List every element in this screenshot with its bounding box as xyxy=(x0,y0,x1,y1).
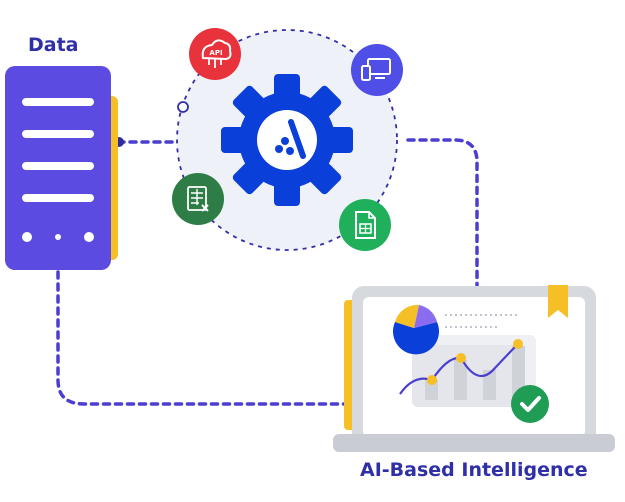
trend-point xyxy=(427,375,437,385)
trend-point xyxy=(456,353,466,363)
processing-hub xyxy=(176,29,398,251)
devices-icon xyxy=(351,44,403,96)
data-server xyxy=(5,66,118,270)
output-label: AI-Based Intelligence xyxy=(360,459,588,481)
server-led xyxy=(22,232,32,242)
chart-bar xyxy=(425,380,438,400)
hub-orbit-node xyxy=(177,101,189,113)
server-slot xyxy=(22,130,94,138)
server-led xyxy=(55,234,61,240)
data-source-label: Data xyxy=(28,34,79,56)
document-sheet-icon xyxy=(339,199,391,251)
server-slot xyxy=(22,98,94,106)
trend-point xyxy=(513,339,523,349)
api-badge-text: API xyxy=(209,49,222,57)
pie-chart-icon xyxy=(392,304,439,355)
api-cloud-icon: API xyxy=(189,28,241,80)
server-led xyxy=(84,232,94,242)
spreadsheet-icon xyxy=(172,173,224,225)
gear-logo-icon xyxy=(221,74,353,206)
connector-server-to-laptop xyxy=(56,270,352,406)
check-circle-icon xyxy=(511,385,549,423)
laptop xyxy=(333,285,615,452)
chart-bar xyxy=(454,360,467,400)
server-slot xyxy=(22,162,94,170)
chart-bar xyxy=(483,370,496,400)
laptop-base xyxy=(333,434,615,452)
connector-hub-to-laptop xyxy=(406,138,479,292)
bookmark-ribbon xyxy=(548,285,568,318)
server-slot xyxy=(22,194,94,202)
chart-bar xyxy=(512,346,525,400)
